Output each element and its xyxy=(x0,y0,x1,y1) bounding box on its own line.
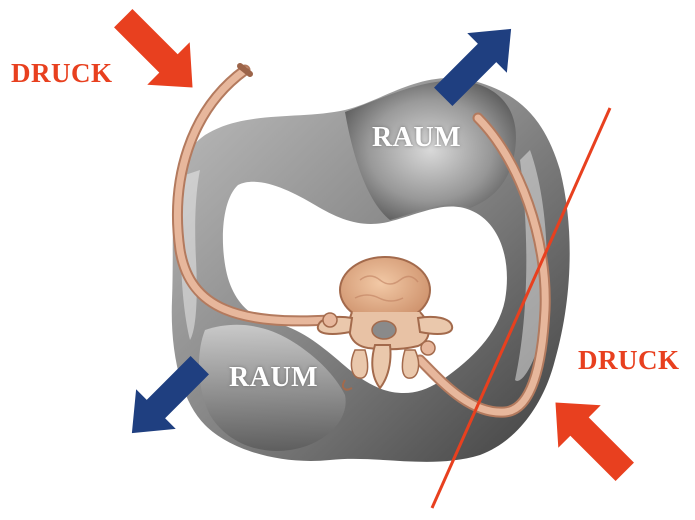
arrow-icon xyxy=(102,0,214,109)
pressure-arrow-bottom-right xyxy=(534,381,646,493)
arrow-icon xyxy=(534,381,646,493)
space-label-top: RAUM xyxy=(372,122,461,154)
pressure-label-bottom-right: DRUCK xyxy=(578,345,680,376)
space-label-bottom: RAUM xyxy=(229,362,318,394)
pressure-label-top-left: DRUCK xyxy=(11,58,113,89)
pressure-arrow-top-left xyxy=(102,0,214,109)
